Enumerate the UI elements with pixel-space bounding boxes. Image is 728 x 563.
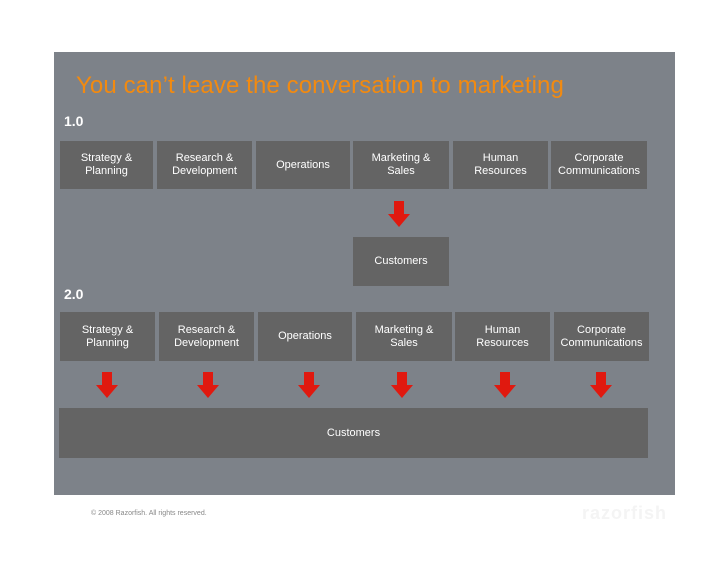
v1-dept-human-resources: Human Resources [453,141,548,189]
v1-dept-strategy-planning: Strategy & Planning [60,141,153,189]
section-label-v2: 2.0 [64,286,84,302]
down-arrow-icon [590,372,612,398]
slide-title: You can’t leave the conversation to mark… [76,72,564,99]
razorfish-logo: razorfish [582,503,668,523]
down-arrow-icon [391,372,413,398]
v2-dept-human-resources: Human Resources [455,312,550,361]
down-arrow-icon [494,372,516,398]
v2-dept-research-development: Research & Development [159,312,254,361]
v2-dept-strategy-planning: Strategy & Planning [60,312,155,361]
v2-dept-operations: Operations [258,312,352,361]
v1-dept-research-development: Research & Development [157,141,252,189]
down-arrow-icon [197,372,219,398]
v1-customers-box: Customers [353,237,449,286]
down-arrow-icon [298,372,320,398]
down-arrow-icon [96,372,118,398]
v2-dept-marketing-sales: Marketing & Sales [356,312,452,361]
section-label-v1: 1.0 [64,113,84,129]
v2-dept-corporate-communications: Corporate Communications [554,312,649,361]
v1-dept-operations: Operations [256,141,350,189]
v1-dept-marketing-sales: Marketing & Sales [353,141,449,189]
copyright-footer: © 2008 Razorfish. All rights reserved. [91,510,207,517]
v2-customers-box: Customers [59,408,648,458]
down-arrow-icon [388,201,410,227]
v1-dept-corporate-communications: Corporate Communications [551,141,647,189]
